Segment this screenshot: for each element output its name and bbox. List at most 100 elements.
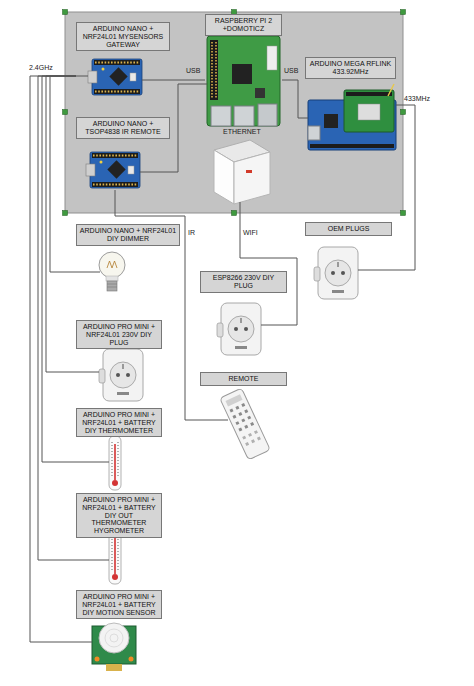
- handle: [63, 10, 68, 15]
- device-box: ESP8266 230V DIY PLUG: [200, 271, 287, 358]
- arduino-nano-board: [86, 152, 140, 188]
- link-label: IR: [188, 229, 195, 237]
- fresnel-ring: [110, 634, 118, 642]
- router-led: [246, 170, 252, 173]
- wire: [358, 270, 392, 271]
- radio-module: [358, 104, 380, 120]
- router-illustration: [214, 140, 270, 204]
- remote-control: [220, 388, 270, 460]
- router-front: [214, 150, 234, 204]
- pin-header: [346, 92, 392, 96]
- wire: [140, 172, 170, 173]
- bulb-base: [107, 281, 117, 291]
- signal-label: 2.4GHz: [29, 64, 53, 72]
- device-label: ARDUINO NANO + TSOP4838 IR REMOTE: [76, 117, 170, 139]
- connector-line: [392, 105, 415, 270]
- thermometer-illustration: [109, 436, 121, 490]
- display-connector: [267, 46, 277, 70]
- device-label: ARDUINO PRO MINI + NRF24L01 + BATTERY DI…: [76, 590, 162, 619]
- arduino-mega-board: [308, 84, 396, 150]
- bulb-glass: [99, 252, 125, 278]
- chip: [324, 114, 338, 128]
- usb-port: [211, 106, 231, 126]
- device-label: OEM PLUGS: [305, 222, 392, 236]
- wire: [200, 420, 228, 421]
- connector-line: [46, 76, 76, 372]
- handle: [63, 110, 68, 115]
- device-box: ARDUINO NANO + NRF24L01 MYSENSORS GATEWA…: [76, 22, 170, 104]
- remote-buttons: [246, 438, 261, 445]
- wifi-link: [240, 202, 297, 325]
- link-label: USB: [284, 67, 298, 75]
- remote-button: [225, 394, 242, 406]
- device-box: ARDUINO PRO MINI + NRF24L01 230V DIY PLU…: [76, 320, 162, 403]
- gpio-header: [210, 40, 218, 100]
- device-label: REMOTE: [200, 372, 287, 386]
- wire: [76, 462, 109, 463]
- remote-body: [220, 388, 270, 460]
- device-box: ARDUINO NANO + NRF24L01 DIY DIMMER: [76, 224, 180, 294]
- board-body: [207, 36, 280, 126]
- usb-port: [308, 126, 320, 140]
- device-label: ARDUINO PRO MINI + NRF24L01 + BATTERY DI…: [76, 493, 162, 538]
- device-box: ARDUINO PRO MINI + NRF24L01 + BATTERY DI…: [76, 590, 162, 673]
- wire: [76, 76, 88, 77]
- device-label: ARDUINO NANO + NRF24L01 DIY DIMMER: [76, 224, 180, 246]
- wire-stubs: [76, 76, 392, 642]
- signal-label: ETHERNET: [223, 128, 261, 136]
- sensor-pins: [106, 664, 122, 671]
- connector-line: [30, 76, 76, 642]
- handle: [401, 110, 406, 115]
- router-side: [234, 152, 270, 204]
- plug-illustration: [217, 303, 261, 355]
- light-bulb: [99, 252, 125, 291]
- fresnel-ring: [105, 629, 123, 647]
- connector-group: [30, 76, 415, 642]
- plug-illustration: [99, 349, 143, 401]
- potentiometer: [95, 657, 100, 662]
- connector-line: [38, 76, 76, 560]
- wire: [142, 80, 170, 81]
- handle: [401, 10, 406, 15]
- link-label: 433MHz: [404, 95, 430, 103]
- remote-buttons: [239, 423, 254, 430]
- device-label: RASPBERRY PI 2 +DOMOTICZ: [205, 14, 282, 36]
- raspberry-pi-board: [207, 36, 280, 126]
- device-box: ARDUINO PRO MINI + NRF24L01 + BATTERY DI…: [76, 408, 162, 493]
- device-box: RASPBERRY PI 2 +DOMOTICZ: [205, 14, 282, 126]
- remote-buttons: [233, 411, 248, 418]
- device-label: ARDUINO PRO MINI + NRF24L01 + BATTERY DI…: [76, 408, 162, 437]
- wire: [76, 642, 92, 643]
- potentiometer: [129, 657, 134, 662]
- remote-buttons: [243, 431, 258, 438]
- lan-chip: [255, 88, 265, 98]
- connector-line: [170, 84, 205, 172]
- connector-line: [170, 80, 205, 81]
- pin-header: [310, 144, 394, 148]
- wire: [115, 190, 116, 202]
- device-label: ESP8266 230V DIY PLUG: [200, 271, 287, 293]
- wire: [76, 560, 109, 561]
- ethernet-port: [258, 104, 277, 126]
- soc-chip: [232, 64, 252, 84]
- handle: [232, 211, 237, 216]
- handle: [401, 211, 406, 216]
- device-box: REMOTE: [200, 372, 287, 457]
- connector-line: [42, 76, 76, 462]
- wire: [205, 84, 207, 85]
- device-box: ARDUINO PRO MINI + NRF24L01 + BATTERY DI…: [76, 493, 162, 586]
- device-label: ARDUINO PRO MINI + NRF24L01 230V DIY PLU…: [76, 320, 162, 349]
- rflink-shield: [344, 90, 394, 132]
- link-label: USB: [186, 67, 200, 75]
- fresnel-dome: [99, 623, 129, 653]
- bulb-neck: [106, 276, 118, 281]
- handle: [63, 211, 68, 216]
- gpio-pins: [215, 42, 217, 98]
- remote-buttons: [236, 417, 251, 424]
- filament: [107, 261, 117, 268]
- system-group-box: [65, 12, 403, 213]
